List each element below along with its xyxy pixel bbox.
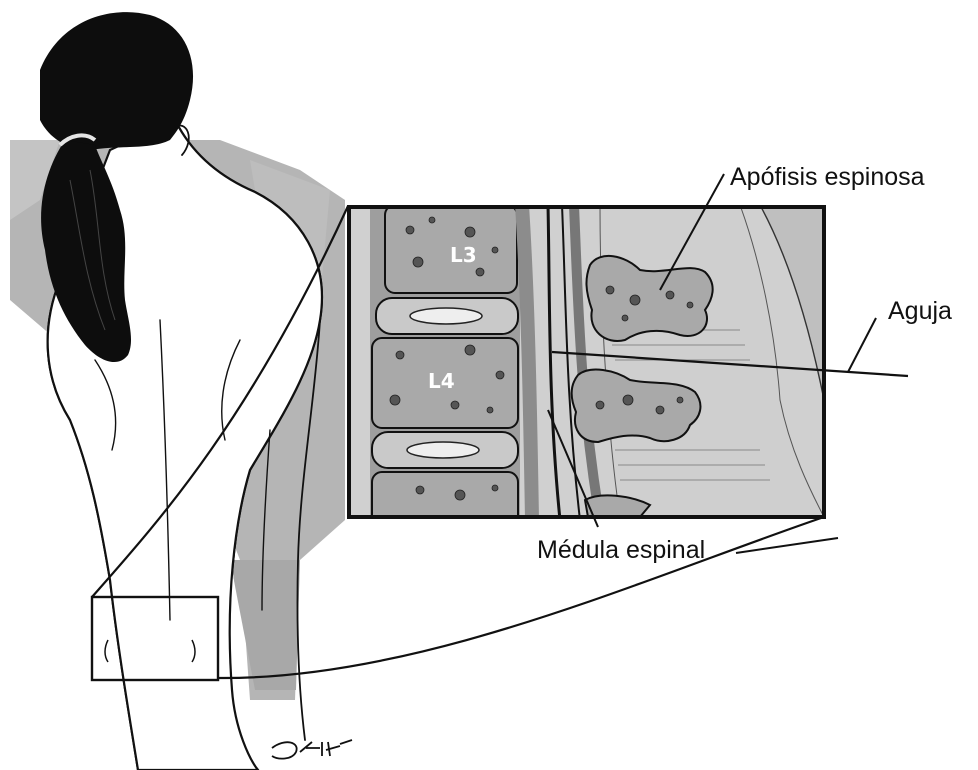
label-spinous-process: Apófisis espinosa [730,163,925,192]
vertebra-label-l4: L4 [428,369,455,393]
label-needle: Aguja [888,297,952,326]
label-spinal-cord: Médula espinal [537,536,705,565]
artist-signature [272,740,352,759]
vertebra-label-l3: L3 [450,243,477,267]
